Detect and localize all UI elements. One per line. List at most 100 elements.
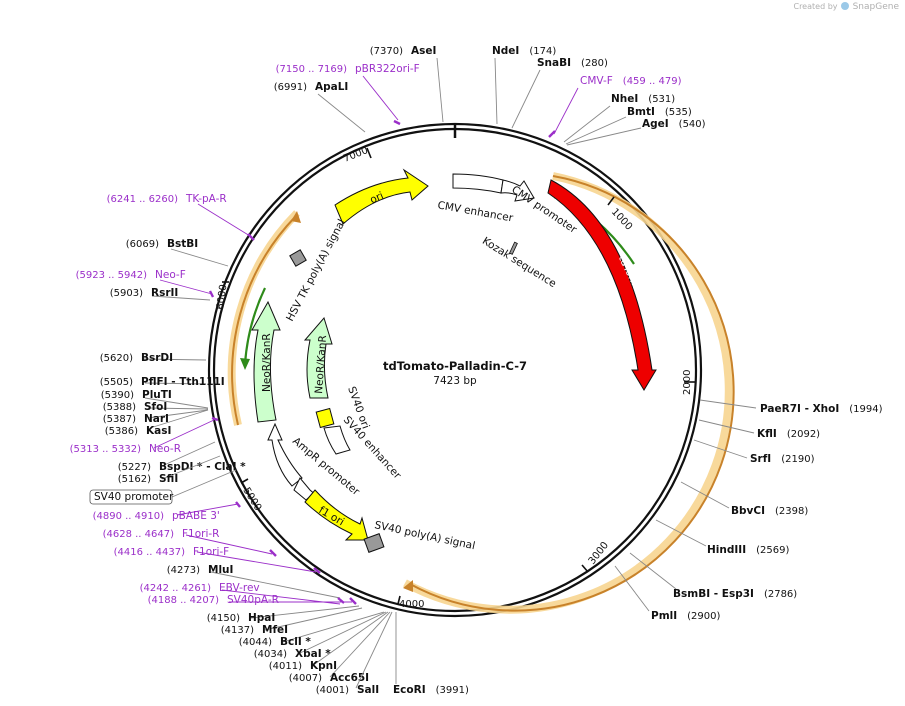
site-name: SV40 promoter	[94, 491, 174, 503]
site-leader-line	[153, 419, 215, 449]
site-name: BclI *	[280, 636, 311, 648]
tick-label: 7000	[342, 145, 370, 165]
site-name: F1ori-F	[193, 546, 229, 558]
site-label[interactable]: BsmBI - Esp3I(2786)	[673, 588, 797, 600]
site-label[interactable]: MluI(4273)	[167, 564, 234, 576]
feature-ori	[334, 168, 429, 225]
site-leader-line	[693, 439, 748, 459]
primer-site-mark	[235, 501, 241, 508]
site-leader-line	[329, 611, 391, 678]
site-label[interactable]: EcoRI(3991)	[393, 684, 469, 696]
site-label[interactable]: SfiI(5162)	[118, 473, 179, 485]
feature-label-sv40-polya: SV40 poly(A) signal	[373, 519, 476, 552]
site-position: (4273)	[167, 565, 200, 576]
site-label[interactable]: NdeI(174)	[492, 45, 556, 57]
site-label[interactable]: SrfI (2190)	[750, 453, 815, 465]
feature-label-hsv-tk-polya: HSV TK poly(A) signal	[284, 217, 348, 323]
feature-cmv-enhancer	[452, 173, 504, 194]
site-name: SnaBI	[537, 57, 571, 69]
site-name: SrfI	[750, 453, 771, 465]
site-name: NarI	[144, 413, 169, 425]
site-label[interactable]: Acc65I(4007)	[289, 672, 369, 684]
site-position: (6241 .. 6260)	[107, 194, 179, 205]
site-label[interactable]: PmlI (2900)	[651, 610, 721, 622]
site-label[interactable]: SV40pA-R(4188 .. 4207)	[148, 594, 279, 606]
site-label[interactable]: Neo-R (5313 .. 5332)	[70, 443, 181, 455]
site-label[interactable]: KpnI(4011)	[269, 660, 337, 672]
site-position: (2900)	[687, 611, 720, 622]
site-label[interactable]: pBABE 3' (4890 .. 4910)	[93, 510, 220, 522]
site-leader-line	[141, 358, 207, 361]
site-label[interactable]: F1ori-F(4416 .. 4437)	[114, 546, 230, 558]
site-label[interactable]: PaeR7I - XhoI(1994)	[760, 403, 883, 415]
site-leader-line	[355, 611, 393, 689]
site-leader-line	[159, 279, 213, 295]
site-label[interactable]: KflI(2092)	[757, 428, 820, 440]
site-label[interactable]: BmtI(535)	[627, 106, 692, 118]
site-label[interactable]: AseI(7370)	[370, 45, 437, 57]
site-label[interactable]: BbvCI(2398)	[731, 505, 808, 517]
site-label[interactable]: RsrII(5903)	[110, 287, 179, 299]
site-label[interactable]: CMV-F(459 .. 479)	[580, 75, 682, 87]
site-label[interactable]: SalI(4001)	[316, 684, 379, 696]
site-name: BmtI	[627, 106, 655, 118]
site-label[interactable]: AgeI(540)	[642, 118, 706, 130]
site-label[interactable]: pBR322ori-F(7150 .. 7169)	[276, 63, 420, 75]
site-label[interactable]: ApaLI(6991)	[274, 81, 349, 93]
site-name: PflFI - Tth111I	[141, 376, 225, 388]
tick-mark	[581, 564, 589, 573]
site-name: pBABE 3'	[172, 510, 220, 522]
site-position: (4890 .. 4910)	[93, 511, 165, 522]
site-label[interactable]: EBV-rev(4242 .. 4261)	[140, 582, 260, 594]
site-label[interactable]: TK-pA-R(6241 .. 6260)	[107, 193, 227, 205]
site-position: (540)	[679, 119, 706, 130]
site-label[interactable]: BstBI(6069)	[126, 238, 198, 250]
site-position: (6991)	[274, 82, 307, 93]
orf-arrow-tdtomato	[409, 175, 735, 612]
tick-mark	[240, 478, 249, 484]
sites-layer: AseI(7370) NdeI(174)SnaBI(280) CMV-F(459 .…	[70, 45, 883, 696]
site-name: PmlI	[651, 610, 677, 622]
site-label[interactable]: KasI(5386)	[105, 425, 172, 437]
feature-neor-inner	[303, 316, 333, 399]
site-label[interactable]: NarI(5387)	[103, 413, 169, 425]
site-label[interactable]: MfeI(4137)	[221, 624, 288, 636]
site-label[interactable]: SnaBI(280)	[537, 57, 608, 69]
site-position: (5923 .. 5942)	[76, 270, 148, 281]
site-leader-line	[436, 57, 444, 123]
site-label[interactable]: SV40 promoter	[89, 489, 174, 505]
site-label[interactable]: PflFI - Tth111I (5505)	[100, 376, 225, 388]
site-name: BsmBI - Esp3I	[673, 588, 754, 600]
site-label[interactable]: Neo-F(5923 .. 5942)	[76, 269, 186, 281]
site-label[interactable]: F1ori-R(4628 .. 4647)	[103, 528, 220, 540]
site-label[interactable]: BsrDI (5620)	[100, 352, 173, 364]
site-position: (5505)	[100, 377, 133, 388]
site-leader-line	[144, 397, 209, 409]
site-leader-line	[565, 116, 627, 145]
site-leader-line	[250, 605, 360, 619]
site-position: (4188 .. 4207)	[148, 595, 220, 606]
site-label[interactable]: HindIII(2569)	[707, 544, 789, 556]
primer-site-mark	[313, 567, 321, 574]
site-name: HindIII	[707, 544, 746, 556]
site-position: (4137)	[221, 625, 254, 636]
site-position: (2190)	[781, 454, 814, 465]
site-name: BsrDI	[141, 352, 173, 364]
site-label[interactable]: HpaI(4150)	[207, 612, 276, 624]
site-name: EBV-rev	[219, 582, 260, 594]
site-name: Neo-R	[149, 443, 181, 455]
site-label[interactable]: SfoI(5388)	[103, 401, 168, 413]
site-label[interactable]: NheI(531)	[611, 93, 675, 105]
site-label[interactable]: BspDI * - ClaI *(5227)	[118, 461, 246, 473]
site-position: (459 .. 479)	[623, 76, 682, 87]
feature-label-cmv-enhancer: CMV enhancer	[437, 199, 515, 224]
site-label[interactable]: PluTI(5390)	[101, 389, 172, 401]
site-name: NheI	[611, 93, 638, 105]
site-label[interactable]: XbaI *(4034)	[254, 648, 332, 660]
site-position: (5388)	[103, 402, 136, 413]
site-position: (4044)	[239, 637, 272, 648]
site-position: (5313 .. 5332)	[70, 444, 142, 455]
site-position: (5620)	[100, 353, 133, 364]
site-label[interactable]: BclI * (4044)	[239, 636, 312, 648]
tick-mark	[607, 196, 615, 206]
